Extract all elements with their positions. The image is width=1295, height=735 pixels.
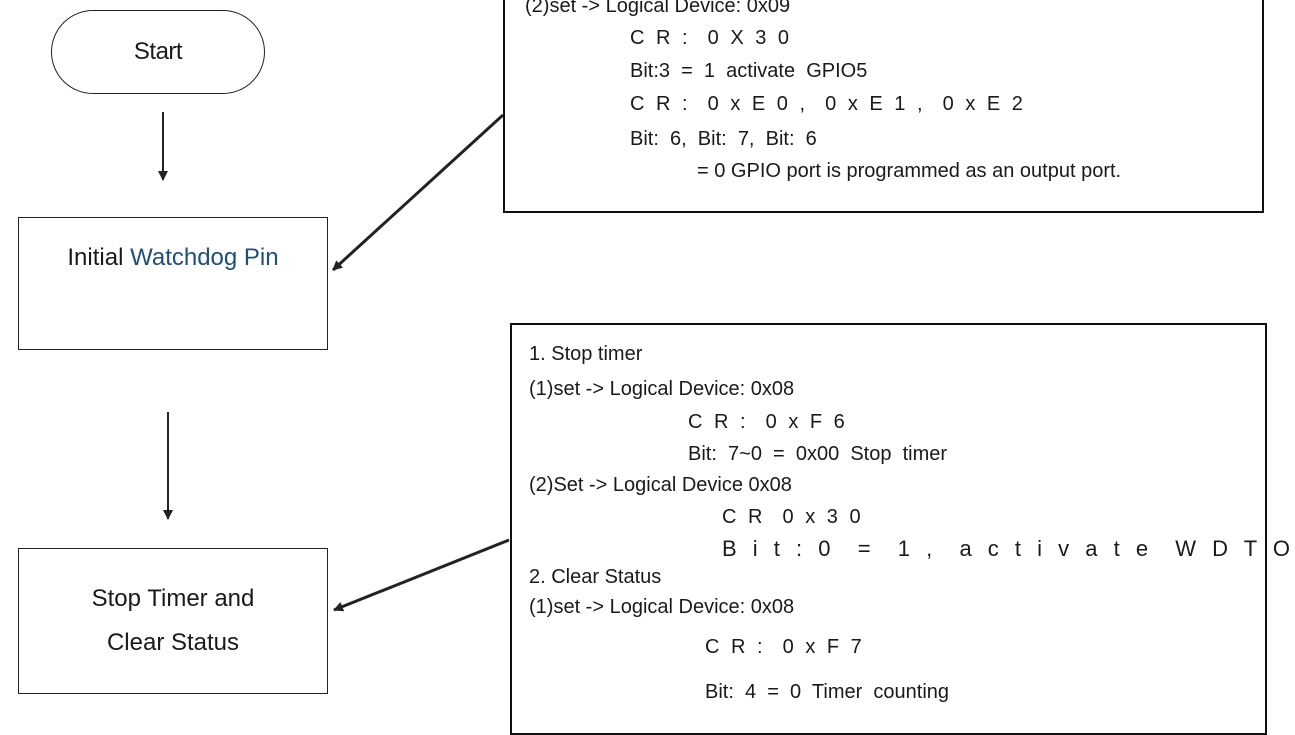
note-bottom-line: 1. Stop timer (529, 343, 643, 365)
initial-watchdog-pin-box: Initial Watchdog Pin (18, 217, 328, 350)
note-top-line: Bit:3 = 1 activate GPIO5 (630, 60, 868, 82)
stop-timer-clear-status-box: Stop Timer and Clear Status (18, 548, 328, 694)
note-top-line: = 0 GPIO port is programmed as an output… (697, 160, 1122, 182)
watchdog-label-prefix: Initial (67, 244, 124, 271)
note-bottom-line: (1)set -> Logical Device: 0x08 (529, 596, 795, 618)
flowchart-canvas: Start Initial Watchdog Pin Stop Timer an… (18, 0, 1291, 735)
note-bottom-line: C R : 0 x F 7 (705, 636, 865, 658)
note-bottom-line: Bit: 4 = 0 Timer counting (705, 681, 950, 703)
note-top-line: (2)set -> Logical Device: 0x09 (525, 0, 791, 17)
arrow-note-bottom-to-stop (333, 538, 510, 612)
note-bottom-line: Bit: 7~0 = 0x00 Stop timer (688, 443, 948, 465)
start-label: Start (133, 38, 183, 65)
note-bottom-line: C R : 0 x F 6 (688, 411, 848, 433)
stop-label-line2: Clear Status (106, 629, 240, 656)
start-terminator: Start (51, 10, 265, 94)
note-bottom-line: (2)Set -> Logical Device 0x08 (529, 474, 792, 496)
note-bottom-line: (1)set -> Logical Device: 0x08 (529, 378, 795, 400)
gpio-config-note: (2)set -> Logical Device: 0x09 C R : 0 X… (503, 0, 1264, 213)
watchdog-label-highlight: Watchdog Pin (130, 244, 279, 271)
note-bottom-line: C R 0 x 3 0 (722, 506, 864, 528)
connector-layer (158, 112, 510, 612)
arrow-note-top-to-watchdog (331, 113, 505, 272)
note-top-line: C R : 0 X 3 0 (630, 27, 793, 49)
note-bottom-line: B i t : 0 = 1 , a c t i v a t e W D T O (722, 536, 1295, 561)
note-top-line: C R : 0 x E 0 , 0 x E 1 , 0 x E 2 (630, 93, 1026, 115)
stop-label-line1: Stop Timer and (91, 585, 255, 612)
note-top-line: Bit: 6, Bit: 7, Bit: 6 (630, 128, 817, 150)
note-bottom-line: 2. Clear Status (529, 566, 662, 588)
stop-timer-note: 1. Stop timer (1)set -> Logical Device: … (510, 323, 1290, 735)
